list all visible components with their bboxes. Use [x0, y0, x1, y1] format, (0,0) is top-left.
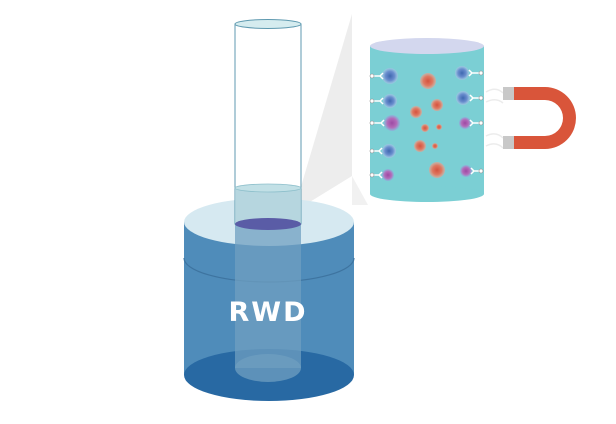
- bound-particle: [369, 94, 397, 108]
- zoom-cylinder-bottom: [370, 186, 484, 202]
- free-particle: [414, 140, 426, 152]
- zoom-beam: [300, 14, 352, 208]
- free-particle: [432, 143, 438, 149]
- zoom-beam-lower: [352, 176, 368, 205]
- bound-particle: [369, 144, 396, 158]
- logo-text: RWD: [229, 297, 308, 328]
- tube-fluid-surface: [234, 183, 302, 193]
- tube-immersed: [235, 222, 301, 382]
- zoom-cylinder-top: [370, 38, 484, 54]
- free-particle: [410, 106, 422, 118]
- free-particle: [429, 162, 445, 178]
- bound-particle: [459, 117, 484, 129]
- bound-particle: [369, 169, 394, 181]
- magnet-icon: [503, 87, 576, 149]
- bound-particle: [455, 66, 484, 80]
- zoom-cylinder: [369, 38, 484, 202]
- free-particle: [420, 73, 436, 89]
- free-particle: [421, 124, 429, 132]
- field-lines: [485, 88, 504, 149]
- tube-bottom-liquid: [235, 218, 301, 230]
- bound-particle: [460, 165, 484, 177]
- tube-mouth: [234, 19, 302, 29]
- column-tube: [234, 19, 302, 230]
- bound-particle: [369, 68, 398, 84]
- bound-particle: [456, 91, 484, 105]
- magnet-pole-bottom: [503, 136, 514, 149]
- free-particle: [431, 99, 443, 111]
- free-particle: [436, 124, 442, 130]
- magnet-pole-top: [503, 87, 514, 100]
- magnet-body: [514, 87, 576, 149]
- bound-particle: [369, 115, 400, 131]
